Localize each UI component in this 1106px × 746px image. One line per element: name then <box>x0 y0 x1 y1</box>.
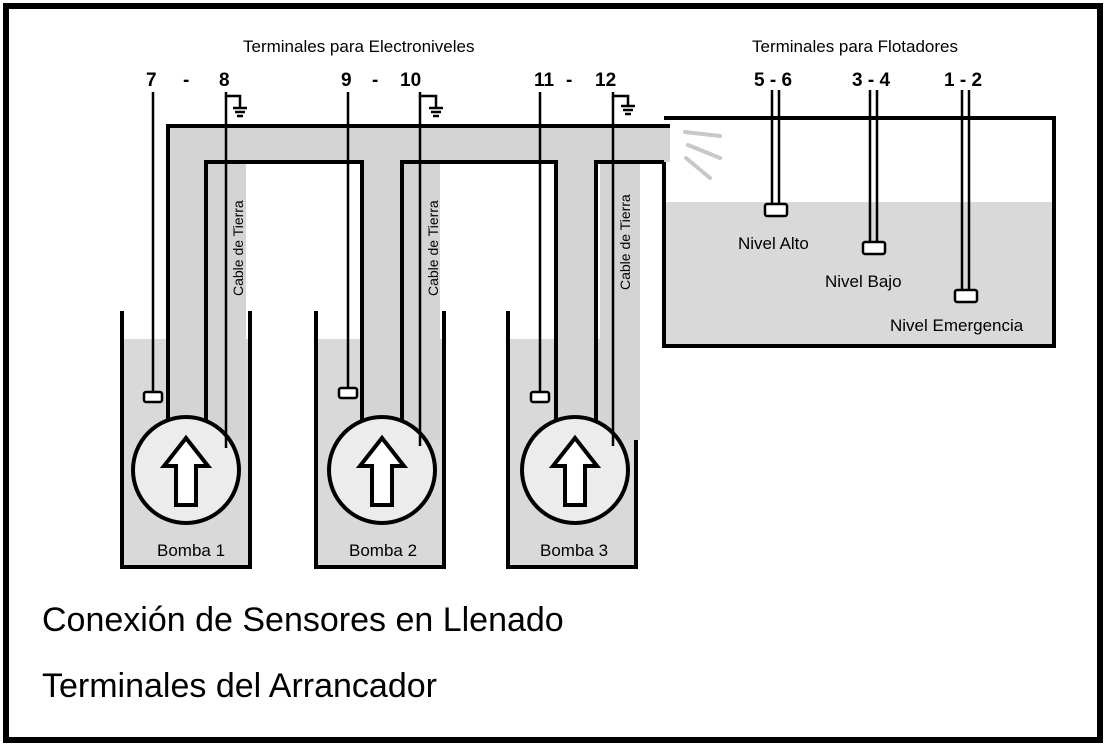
float-terminal-1-2: 1 - 2 <box>944 70 982 91</box>
ground-cable-label-2: Cable de Tierra <box>425 200 441 296</box>
title-line-2: Terminales del Arrancador <box>42 667 437 705</box>
terminal-8: 8 <box>219 70 230 91</box>
pump-3-label: Bomba 3 <box>540 541 608 560</box>
ground-cables <box>224 92 635 448</box>
outer-frame <box>3 3 1103 743</box>
arrow-up-icon <box>548 434 602 507</box>
arrow-up-icon <box>355 434 409 507</box>
level-emergency-label: Nivel Emergencia <box>890 316 1024 335</box>
float-terminal-3-4: 3 - 4 <box>852 70 890 91</box>
pump-2-label: Bomba 2 <box>349 541 417 560</box>
terminal-7: 7 <box>146 70 157 91</box>
level-low-label: Nivel Bajo <box>825 272 902 291</box>
tank-outline <box>662 116 1056 348</box>
terminal-10: 10 <box>400 70 421 91</box>
tank <box>662 116 1056 348</box>
ground-cable-label-1: Cable de Tierra <box>230 200 246 296</box>
pump-1 <box>131 415 241 525</box>
tank-water <box>664 202 1054 346</box>
electroniveles-header: Terminales para Electroniveles <box>243 37 475 56</box>
terminal-sep-1: - <box>183 70 189 91</box>
arrow-up-icon <box>159 434 213 507</box>
float-terminal-5-6: 5 - 6 <box>754 70 792 91</box>
terminal-12: 12 <box>595 70 616 91</box>
water-inflow-splash <box>683 130 722 180</box>
pump-2 <box>327 415 437 525</box>
ground-cable-label-3: Cable de Tierra <box>617 194 633 290</box>
flotadores-header: Terminales para Flotadores <box>752 37 958 56</box>
electrode-probes <box>142 92 551 404</box>
pump-1-label: Bomba 1 <box>157 541 225 560</box>
terminal-11: 11 <box>534 70 555 91</box>
terminal-9: 9 <box>341 70 352 91</box>
terminal-sep-2: - <box>372 70 378 91</box>
terminal-sep-3: - <box>566 70 572 91</box>
title-line-1: Conexión de Sensores en Llenado <box>42 601 564 639</box>
pump-3 <box>520 415 630 525</box>
level-high-label: Nivel Alto <box>738 234 809 253</box>
float-switches <box>763 90 979 304</box>
